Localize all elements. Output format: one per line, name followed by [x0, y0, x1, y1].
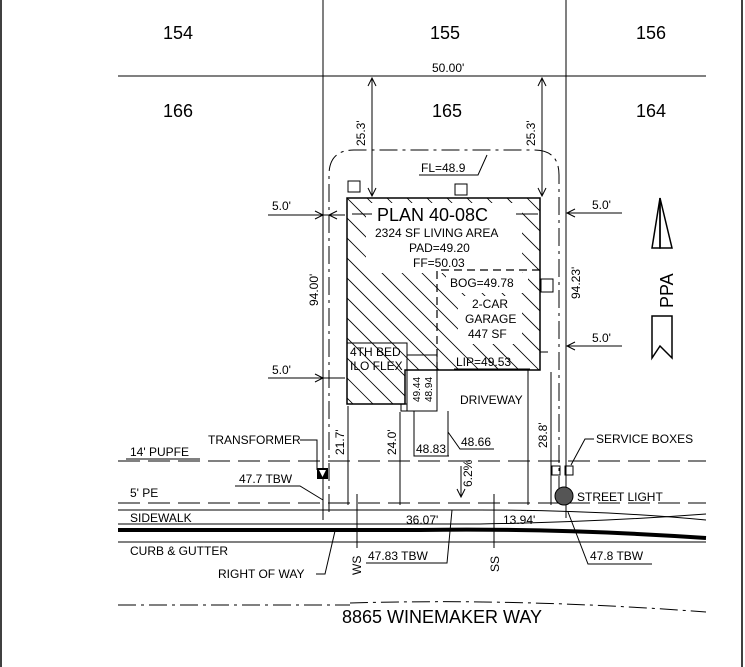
- garage-text-bg: [458, 296, 522, 344]
- street-light-symbol: [554, 486, 574, 506]
- hatch-line: [547, 198, 745, 408]
- service-boxes-leader: [570, 438, 594, 466]
- bog-text-bg: [446, 273, 528, 293]
- side-setback-left-top: 5.0': [272, 199, 291, 213]
- tbw-left-leader: [235, 485, 324, 501]
- lot-number-165: 165: [432, 101, 462, 121]
- garage-outline: [436, 269, 540, 370]
- bog-elevation: BOG=49.78: [450, 276, 514, 290]
- service-box-2: [564, 465, 574, 476]
- tbw-right-label: 47.8 TBW: [590, 549, 644, 563]
- entry-step: [400, 403, 408, 412]
- hatch-line: [347, 198, 438, 404]
- ws-label: WS: [350, 556, 364, 575]
- walk-elevation-2: 48.66: [461, 435, 491, 449]
- lot-number-164: 164: [636, 101, 666, 121]
- sidewalk-label: SIDEWALK: [130, 511, 192, 525]
- side-setback-right-bottom-arrow: [565, 341, 576, 351]
- street-centerline: [118, 601, 707, 613]
- north-arrow-icon: PPA: [651, 197, 677, 361]
- frontage-left: 36.07': [406, 513, 438, 527]
- side-setback-right-top: 5.0': [592, 198, 611, 212]
- hatch-line: [506, 198, 540, 404]
- rear-setback-left-arrows: [367, 76, 377, 198]
- rear-setback-right-label: 25.3': [524, 120, 538, 146]
- slope-label: 6.2%: [461, 459, 475, 487]
- side-setback-left-bottom: 5.0': [272, 363, 291, 377]
- lot-number-166: 166: [163, 101, 193, 121]
- service-boxes-label: SERVICE BOXES: [596, 432, 693, 446]
- garage-sf: 447 SF: [468, 327, 507, 341]
- walk-elevation-1: 48.83: [416, 442, 446, 456]
- ss-label: SS: [488, 556, 502, 572]
- driveway-label: DRIVEWAY: [460, 393, 523, 407]
- garage-line2: GARAGE: [465, 312, 516, 326]
- transformer-mark: [319, 470, 326, 477]
- transformer-label: TRANSFORMER: [208, 433, 301, 447]
- ac-pad-center: [454, 183, 468, 196]
- hatch-line: [127, 198, 337, 408]
- side-setback-right-bottom: 5.0': [592, 331, 611, 345]
- building-envelope: [328, 149, 560, 512]
- bed-line1: 4TH BED: [350, 345, 401, 359]
- north-arrow-label: PPA: [657, 273, 677, 308]
- rear-setback-right-arrows: [537, 76, 547, 198]
- hatch-line: [347, 198, 358, 404]
- right-of-way-leader: [316, 530, 336, 575]
- lot-depth-right: 94.23': [569, 267, 583, 299]
- lot-number-156: 156: [636, 23, 666, 43]
- lot-number-154: 154: [163, 23, 193, 43]
- entry-porch: [406, 354, 438, 412]
- rear-setback-left-label: 25.3': [354, 120, 368, 146]
- frontage-right: 13.94': [503, 513, 535, 527]
- side-setback-left-bottom-arrow: [314, 373, 325, 383]
- service-box-1: [551, 465, 561, 476]
- walk-elevation-2-leader: [447, 431, 494, 450]
- ff-elevation: FF=50.03: [413, 256, 465, 270]
- slope-arrow: [456, 466, 466, 499]
- tbw-center-leader: [366, 509, 453, 564]
- right-of-way-label: RIGHT OF WAY: [218, 567, 304, 581]
- ac-pad-left: [347, 180, 361, 193]
- front-setback-house: 24.0': [385, 429, 399, 455]
- curb-line: [118, 527, 707, 540]
- hatch-line: [347, 198, 398, 404]
- garage-line1: 2-CAR: [472, 297, 508, 311]
- living-area: 2324 SF LIVING AREA: [375, 226, 498, 240]
- fl-leader: [419, 154, 488, 176]
- curb-label: CURB & GUTTER: [130, 544, 228, 558]
- side-setback-left-top-arrows: [314, 210, 338, 220]
- hatch-line: [567, 198, 745, 408]
- transformer-leader: [300, 439, 318, 470]
- tbw-center-label: 47.83 TBW: [368, 549, 428, 563]
- lot-number-155: 155: [430, 23, 460, 43]
- front-setback-garage: 28.8': [536, 422, 550, 448]
- lot-width-label: 50.00': [432, 61, 464, 75]
- step-1-label: 49.44: [412, 377, 423, 402]
- bed-line2: ILO FLEX: [350, 359, 403, 373]
- sidewalk-front-curve: [479, 513, 707, 525]
- side-setback-right-top-arrow: [565, 208, 576, 218]
- hatch-line: [347, 198, 418, 404]
- plan-title: PLAN 40-08C: [377, 205, 488, 225]
- fl-label: FL=48.9: [421, 161, 466, 175]
- tbw-left-label: 47.7 TBW: [239, 472, 293, 486]
- step-2-label: 48.94: [424, 377, 435, 402]
- garage-side-box: [540, 278, 554, 293]
- plan-text-bg: [366, 203, 522, 273]
- pad-elevation: PAD=49.20: [409, 241, 470, 255]
- lip-elevation: LIP=49.53: [456, 355, 511, 369]
- tbw-right-leader: [567, 511, 652, 565]
- lot-depth-left: 94.00': [307, 274, 321, 306]
- street-light-label: STREET LIGHT: [577, 490, 663, 504]
- pe-label: 5' PE: [130, 486, 158, 500]
- pupfe-label: 14' PUPFE: [130, 445, 189, 459]
- sidewalk-back-curve: [479, 509, 707, 521]
- front-setback-left: 21.7': [333, 429, 347, 455]
- street-name: 8865 WINEMAKER WAY: [342, 607, 542, 627]
